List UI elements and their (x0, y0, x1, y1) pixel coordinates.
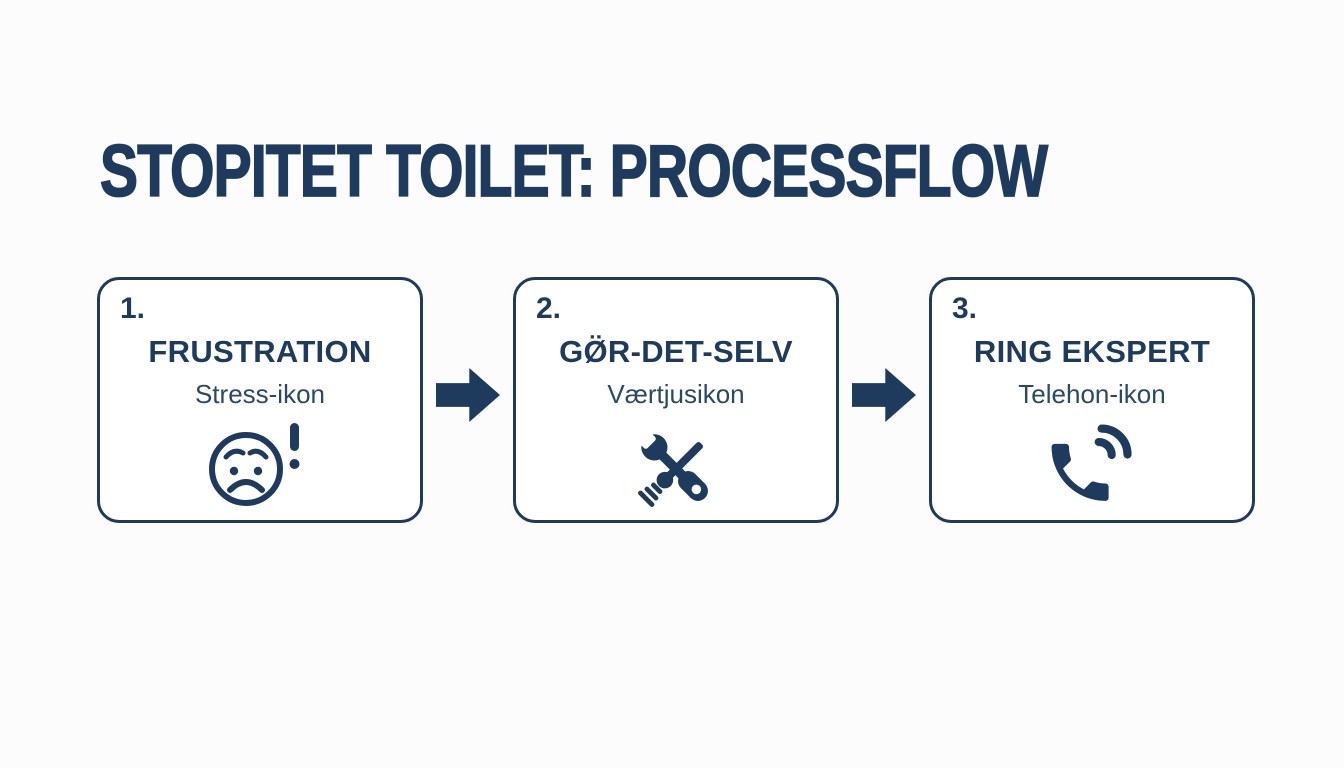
phone-icon (1051, 424, 1132, 501)
step-title: FRUSTRATION (148, 334, 372, 369)
arrow-right-icon (852, 368, 916, 422)
step-subtitle: Telehon-ikon (1018, 379, 1166, 409)
step-subtitle: Stress-ikon (194, 379, 326, 409)
step-number: 3. (952, 292, 978, 325)
step-icon-area (100, 421, 420, 517)
step-number: 2. (536, 292, 562, 325)
page-title: STOPITET TOILET: PROCESSFLOW (99, 130, 1048, 213)
step-title: GØ̈R-DET-SELV (559, 334, 793, 369)
flow-connector (839, 368, 929, 422)
step-card-diy: 2. GØ̈R-DET-SELV Værtjusikon (513, 277, 839, 523)
step-subtitle: Værtjusikon (607, 379, 745, 409)
step-title: RING EKSPERT (973, 334, 1211, 369)
arrow-right-icon (436, 368, 500, 422)
step-card-frustration: 1. FRUSTRATION Stress-ikon (97, 277, 423, 523)
step-card-call-expert: 3. RING EKSPERT Telehon-ikon (929, 277, 1255, 523)
process-flow: 1. FRUSTRATION Stress-ikon 2. GØ̈R-DET-S… (97, 277, 1255, 523)
tools-icon (635, 428, 708, 507)
flow-connector (423, 368, 513, 422)
step-icon-area (516, 421, 836, 517)
step-icon-area (932, 421, 1252, 517)
step-number: 1. (120, 292, 146, 325)
stressed-face-icon (209, 423, 300, 506)
